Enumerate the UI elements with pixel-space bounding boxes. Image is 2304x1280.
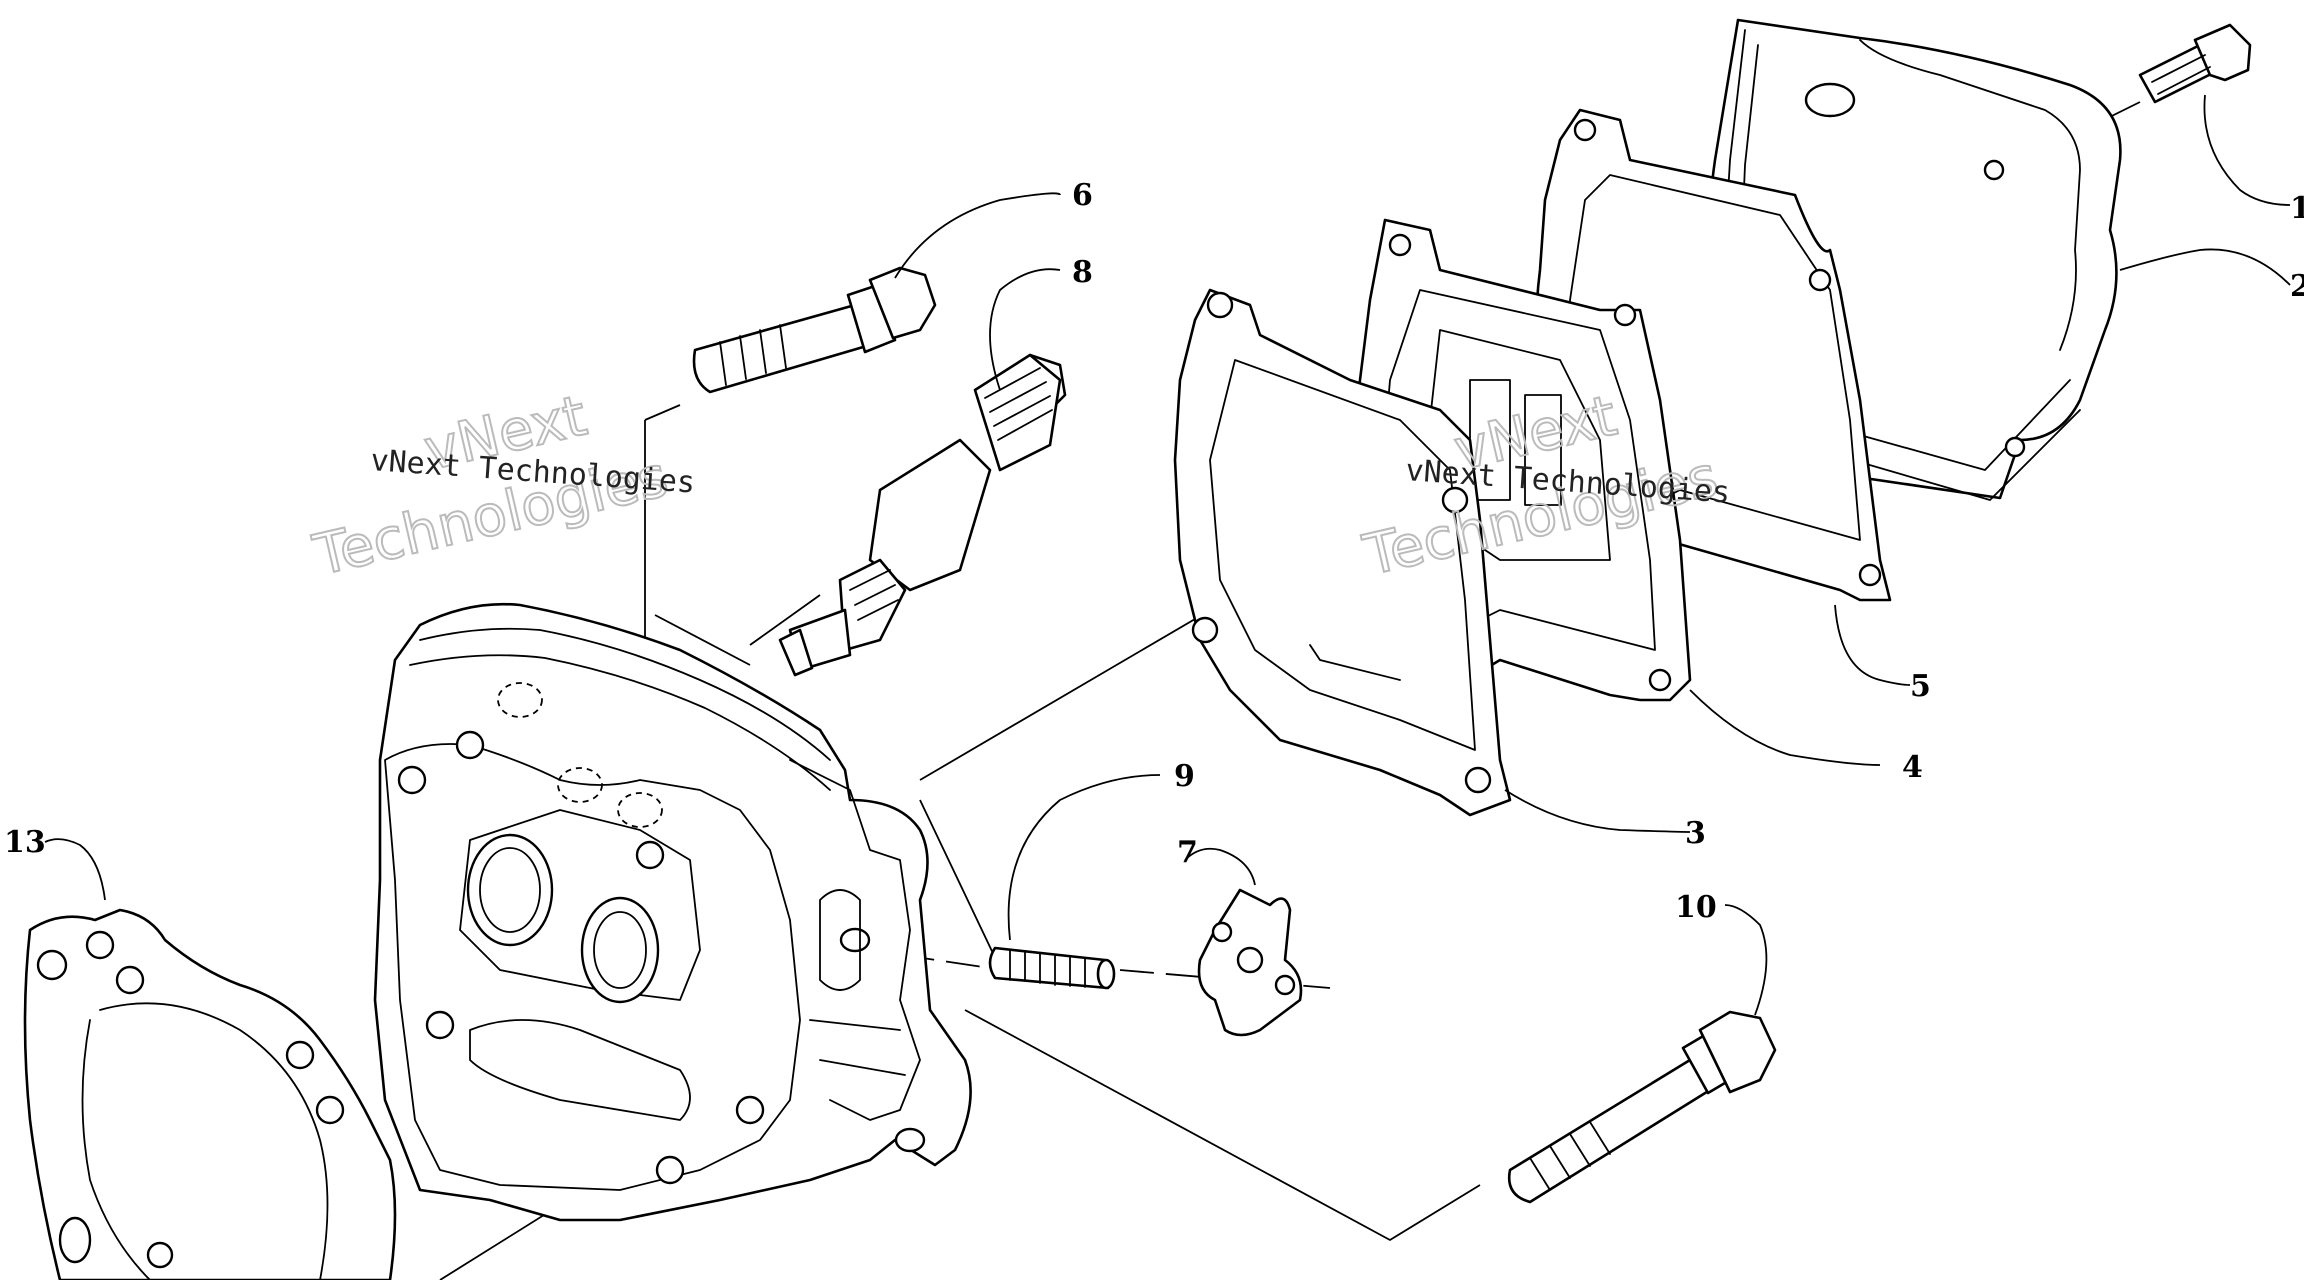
cylinder-head xyxy=(373,602,972,1222)
callout-labels: 1 2 3 4 5 6 7 8 9 10 13 xyxy=(4,178,2304,925)
gasket-part-3 xyxy=(1173,288,1512,817)
callout-3: 3 xyxy=(1685,816,1706,851)
spark-plug-part-8 xyxy=(778,353,1067,677)
gasket-part-7 xyxy=(1197,888,1303,1037)
bolt-part-6 xyxy=(692,266,937,394)
callout-4: 4 xyxy=(1902,750,1923,785)
head-gasket-part-13 xyxy=(23,908,397,1280)
stud-part-9 xyxy=(988,946,1116,990)
bolt-part-10 xyxy=(1507,1010,1777,1204)
callout-6: 6 xyxy=(1072,178,1093,213)
callout-1: 1 xyxy=(2290,191,2304,226)
callout-9: 9 xyxy=(1174,759,1195,794)
callout-13: 13 xyxy=(4,825,46,860)
callout-2: 2 xyxy=(2290,269,2304,304)
bolt-part-1 xyxy=(2138,23,2252,104)
callout-10: 10 xyxy=(1675,890,1717,925)
watermark-left: vNext Technologies vNext Technologies xyxy=(307,383,697,590)
callout-8: 8 xyxy=(1072,255,1093,290)
callout-5: 5 xyxy=(1910,669,1931,704)
callout-7: 7 xyxy=(1177,835,1198,870)
callout-leaders xyxy=(44,94,2291,1016)
